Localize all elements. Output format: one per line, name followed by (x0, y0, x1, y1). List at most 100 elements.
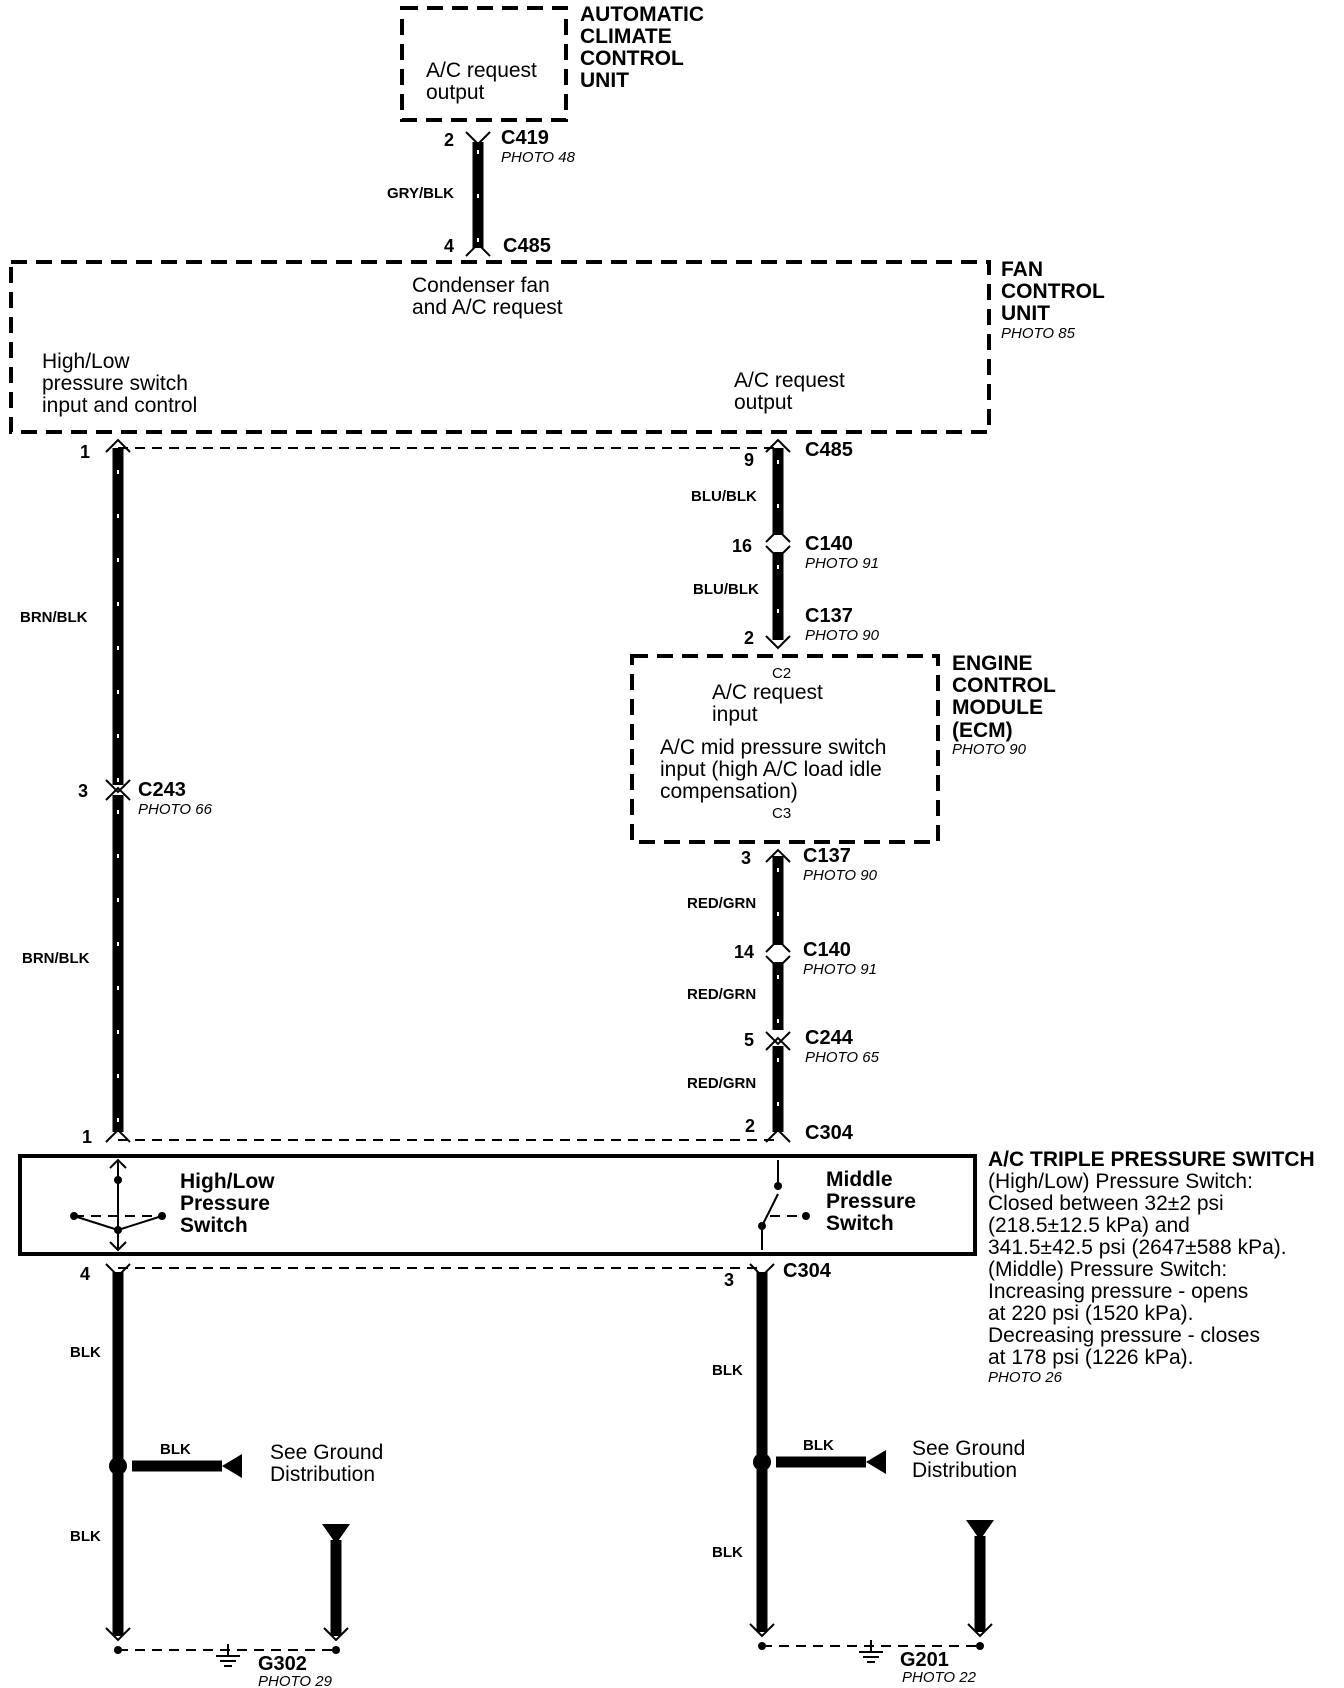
ecm-inner-top-1: A/C request (712, 681, 823, 704)
g201-label: G201 (900, 1649, 949, 1671)
c485-right-label: C485 (805, 439, 853, 461)
climate-unit-box (400, 6, 568, 122)
c304-bottom-pin-left: 4 (80, 1264, 90, 1284)
ecm-title-4: (ECM) (952, 719, 1013, 742)
middle-contact-top (774, 1182, 782, 1190)
see-ground-left-2: Distribution (270, 1463, 375, 1486)
climate-unit-title-1: AUTOMATIC (580, 3, 704, 26)
c137-a-symbol (765, 635, 791, 650)
c244-label: C244 (805, 1027, 854, 1049)
blk-right-label-1: BLK (712, 1362, 743, 1379)
splice-left (109, 1457, 127, 1475)
triple-switch-note-4: 341.5±42.5 psi (2647±588 kPa). (988, 1236, 1287, 1259)
blk-right-label-3: BLK (712, 1544, 743, 1561)
c419-label: C419 (501, 127, 549, 149)
c140-a-symbol-top (765, 528, 791, 543)
red-grn-label-3: RED/GRN (687, 1075, 756, 1092)
ground-arrow-right (966, 1520, 994, 1540)
blu-blk-label-2: BLU/BLK (693, 581, 759, 598)
red-grn-label-2: RED/GRN (687, 986, 756, 1003)
fan-unit-inner-left-1: High/Low (42, 350, 130, 373)
ecm-title-2: CONTROL (952, 674, 1056, 697)
fan-unit-inner-left-3: input and control (42, 394, 197, 417)
c485-left-symbol (105, 438, 131, 453)
c243-label: C243 (138, 779, 186, 801)
splice-right (753, 1453, 771, 1471)
c140-b-label: C140 (803, 939, 851, 961)
c304-bottom-pin-right: 3 (724, 1270, 734, 1290)
ecm-inner-top-2: input (712, 703, 758, 726)
triple-switch-note-3: (218.5±12.5 kPa) and (988, 1214, 1190, 1237)
see-ground-right-2: Distribution (912, 1459, 1017, 1482)
triple-switch-note-2: Closed between 32±2 psi (988, 1192, 1224, 1215)
connector-c304-top: 1 2 C304 (82, 1116, 854, 1147)
fan-unit-photo: PHOTO 85 (1001, 325, 1076, 342)
ecm-title-3: MODULE (952, 696, 1043, 719)
c243-photo: PHOTO 66 (138, 801, 213, 818)
fan-unit-inner-top-1: Condenser fan (412, 274, 550, 297)
g302-label: G302 (258, 1653, 307, 1675)
fan-unit-title-2: CONTROL (1001, 280, 1105, 303)
fan-unit-inner-left-2: pressure switch (42, 372, 188, 395)
triple-pressure-switch: High/Low Pressure Switch Middle Pressure… (18, 1148, 1315, 1386)
blu-blk-label-1: BLU/BLK (691, 488, 757, 505)
c485-top-pin: 4 (444, 236, 454, 256)
triple-switch-note-1: (High/Low) Pressure Switch: (988, 1170, 1253, 1193)
ecm-title-1: ENGINE (952, 652, 1033, 675)
triple-switch-title: A/C TRIPLE PRESSURE SWITCH (988, 1148, 1315, 1171)
connector-c485-top-symbol (465, 242, 491, 257)
c304-top-pin-right: 2 (745, 1116, 755, 1136)
wire-blu-blk: 9 C485 BLU/BLK 16 C140 PHOTO 91 BLU/BLK … (691, 438, 880, 650)
climate-unit-title-2: CLIMATE (580, 25, 672, 48)
blk-left-label-2: BLK (160, 1441, 191, 1458)
c243-symbol-bottom (105, 786, 131, 801)
c140-b-photo: PHOTO 91 (803, 961, 877, 978)
c140-a-label: C140 (805, 533, 853, 555)
fan-unit-inner-right-2: output (734, 391, 793, 414)
brn-blk-label-2: BRN/BLK (22, 950, 90, 967)
ecm-c3-label: C3 (772, 805, 791, 822)
c137-b-symbol (765, 848, 791, 863)
c485-top-label: C485 (503, 235, 551, 257)
fan-unit-inner-top-2: and A/C request (412, 296, 563, 319)
triple-switch-note-9: at 178 psi (1226 kPa). (988, 1346, 1193, 1369)
middle-switch-blade (761, 1193, 779, 1227)
blk-left-label-3: BLK (70, 1528, 101, 1545)
c244-symbol-top (765, 1031, 791, 1046)
engine-control-module: C2 A/C request input A/C mid pressure sw… (630, 652, 1056, 844)
ground-branch-right: BLK BLK BLK See Ground Distribution G201… (712, 1272, 1025, 1686)
ecm-photo: PHOTO 90 (952, 741, 1027, 758)
wire-red-grn: 3 C137 PHOTO 90 RED/GRN 14 C140 PHOTO 91… (687, 845, 880, 1132)
blk-right-label-2: BLK (803, 1437, 834, 1454)
high-low-label-3: Switch (180, 1214, 248, 1237)
triple-switch-note-5: (Middle) Pressure Switch: (988, 1258, 1227, 1281)
c140-b-symbol-top (765, 938, 791, 953)
fan-unit-title-1: FAN (1001, 258, 1043, 281)
fan-unit-title-3: UNIT (1001, 302, 1050, 325)
middle-label-2: Pressure (826, 1190, 916, 1213)
c244-symbol-bottom (765, 1036, 791, 1051)
ground-arrow-left (322, 1524, 350, 1544)
high-low-switch-arrows (109, 1158, 127, 1252)
c485-right-pin: 9 (744, 450, 754, 470)
c244-pin: 5 (744, 1030, 754, 1050)
c137-b-photo: PHOTO 90 (803, 867, 878, 884)
ecm-inner-bottom-2: input (high A/C load idle (660, 758, 882, 781)
c244-photo: PHOTO 65 (805, 1049, 880, 1066)
c140-a-photo: PHOTO 91 (805, 555, 879, 572)
middle-linkage-dot (802, 1212, 810, 1220)
ecm-c2-label: C2 (772, 665, 791, 682)
connector-c304-bottom: 4 3 C304 (80, 1260, 832, 1290)
fan-control-unit: Condenser fan and A/C request High/Low p… (9, 258, 1105, 434)
c137-a-label: C137 (805, 605, 853, 627)
high-low-contact-top (114, 1176, 122, 1184)
climate-unit-title-4: UNIT (580, 69, 629, 92)
triple-switch-box (18, 1154, 977, 1256)
fan-unit-box (9, 260, 991, 434)
triple-switch-note-7: at 220 psi (1520 kPa). (988, 1302, 1193, 1325)
red-grn-label-1: RED/GRN (687, 895, 756, 912)
ecm-box (630, 654, 940, 844)
brn-blk-label-1: BRN/BLK (20, 609, 88, 626)
c243-symbol-top (105, 779, 131, 794)
